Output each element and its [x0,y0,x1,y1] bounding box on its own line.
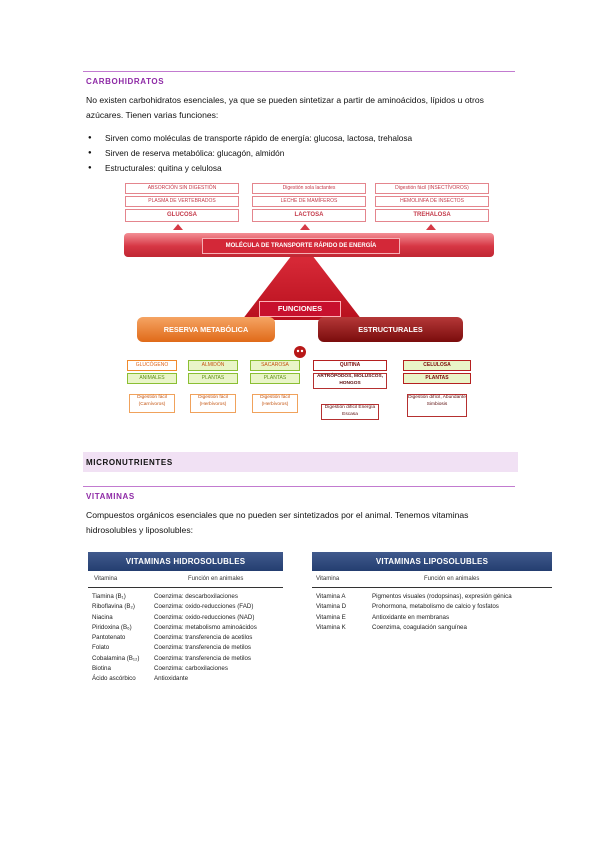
top-divider [83,71,515,72]
trehalose-line-1: Digestión fácil (INSECTÍVOROS) [375,183,489,194]
table-cell: Pantotenato [92,634,126,642]
table-row: Ácido ascórbico Antioxidante [88,674,283,684]
liposoluble-table: VITAMINAS LIPOSOLUBLES Vitamina Función … [312,552,552,633]
table-cell: Coenzima, coagulación sanguínea [372,623,467,631]
table-cell: Vitamina K [316,623,346,631]
glucose-box: GLUCOSA [125,209,239,222]
trehalose-box: TREHALOSA [375,209,489,222]
table-row: Riboflavina (B₂) Coenzima: oxido-reduccio… [88,602,283,612]
cellulose-source: PLANTAS [403,373,471,384]
table-title: VITAMINAS LIPOSOLUBLES [312,552,552,571]
table-row: Pantotenato Coenzima: transferencia de ac… [88,633,283,643]
glycogen-note: Digestión fácil (Carnívoros) [129,394,175,413]
column-header: Vitamina [316,576,340,582]
column-header: Función en animales [188,576,244,582]
table-cell: Antioxidante en membranas [372,613,450,621]
triangle-graphic [242,242,362,320]
column-header: Función en animales [424,576,480,582]
table-row: Niacina Coenzima: oxido-reducciones (NAD) [88,613,283,623]
table-row: Piridoxina (B₆) Coenzima: metabolismo ami… [88,623,283,633]
functions-label: FUNCIONES [259,301,341,317]
table-cell: Antioxidante [154,675,189,683]
carbs-heading: CARBOHIDRATOS [86,77,165,86]
trehalose-line-2: HEMOLINFA DE INSECTOS [375,196,489,207]
sucrose-box: SACAROSA [250,360,300,371]
table-cell: Prohormona, metabolismo de calcio y fosf… [372,603,499,611]
structural-band: ESTRUCTURALES [318,317,463,342]
carbohydrate-functions-diagram: ABSORCIÓN SIN DIGESTIÓN PLASMA DE VERTEB… [117,180,497,430]
chitin-box: QUITINA [313,360,387,371]
table-row: Vitamina D Prohormona, metabolismo de cal… [312,602,552,612]
table-cell: Coenzima: transferencia de acetilos [154,634,253,642]
table-cell: Piridoxina (B₆) [92,623,132,631]
glycogen-box: GLUCÓGENO [127,360,177,371]
vitamins-intro: Compuestos orgánicos esenciales que no p… [86,510,469,535]
vitamins-divider [83,486,515,487]
table-cell: Ácido ascórbico [92,675,136,683]
chitin-source: ARTRÓPODOS, MOLUSCOS, HONGOS [313,373,387,389]
glucose-line-2: PLASMA DE VERTEBRADOS [125,196,239,207]
starch-source: PLANTAS [188,373,238,384]
table-row: Cobalamina (B₁₂) Coenzima: transferencia … [88,654,283,664]
micronutrients-heading: MICRONUTRIENTES [86,458,173,467]
arrow-up-icon [300,224,310,230]
table-cell: Coenzima: transferencia de metilos [154,654,251,662]
table-cell: Vitamina E [316,613,346,621]
carbs-intro: No existen carbohidratos esenciales, ya … [86,95,484,120]
energy-transport-label: MOLÉCULA DE TRANSPORTE RÁPIDO DE ENERGÍA [202,238,400,254]
table-title: VITAMINAS HIDROSOLUBLES [88,552,283,571]
table-cell: Coenzima: transferencia de metilos [154,644,251,652]
sucrose-note: Digestión fácil (Herbívoros) [252,394,298,413]
arrow-up-icon [173,224,183,230]
table-row: Vitamina K Coenzima, coagulación sanguíne… [312,623,552,633]
cellulose-box: CELULOSA [403,360,471,371]
table-rule [88,587,283,588]
list-item: Estructurales: quitina y celulosa [86,161,516,176]
cellulose-note: Digestión difícil, Abundante Simbiosis [407,394,467,417]
sucrose-source: PLANTAS [250,373,300,384]
table-cell: Folato [92,644,110,652]
reserve-band: RESERVA METABÓLICA [137,317,275,342]
table-cell: Coenzima: oxido-reducciones (FAD) [154,603,254,611]
vitamins-heading: VITAMINAS [86,492,135,501]
table-cell: Niacina [92,613,113,621]
starch-box: ALMIDÓN [188,360,238,371]
table-header-row: Vitamina Función en animales [88,574,283,584]
table-row: Tiamina (B₁) Coenzima: descarboxilaciones [88,592,283,602]
lactose-line-2: LECHE DE MAMÍFEROS [252,196,366,207]
table-row: Folato Coenzima: transferencia de metilos [88,643,283,653]
glycogen-source: ANIMALES [127,373,177,384]
table-cell: Vitamina D [316,603,347,611]
list-item: Sirven como moléculas de transporte rápi… [86,131,516,146]
chitin-note: Digestión difícil Energía Escasa [321,404,379,420]
table-rule [312,587,552,588]
lactose-line-1: Digestión sola lactantes [252,183,366,194]
table-cell: Coenzima: metabolismo aminoácidos [154,623,257,631]
table-cell: Riboflavina (B₂) [92,603,135,611]
starch-note: Digestión fácil (Herbívoros) [190,394,236,413]
column-header: Vitamina [94,576,118,582]
table-cell: Coenzima: descarboxilaciones [154,593,238,600]
mascot-icon [294,346,306,358]
carbs-bullet-list: Sirven como moléculas de transporte rápi… [86,131,516,176]
table-cell: Coenzima: oxido-reducciones (NAD) [154,613,255,621]
glucose-line-1: ABSORCIÓN SIN DIGESTIÓN [125,183,239,194]
arrow-up-icon [426,224,436,230]
table-row: Vitamina E Antioxidante en membranas [312,613,552,623]
micronutrients-heading-bar [83,452,518,472]
table-cell: Vitamina A [316,593,346,600]
table-row: Biotina Coenzima: carboxilaciones [88,664,283,674]
table-header-row: Vitamina Función en animales [312,574,552,584]
table-row: Vitamina A Pigmentos visuales (rodopsinas… [312,592,552,602]
hydrosoluble-table: VITAMINAS HIDROSOLUBLES Vitamina Función… [88,552,283,685]
lactose-box: LACTOSA [252,209,366,222]
list-item: Sirven de reserva metabólica: glucagón, … [86,146,516,161]
table-cell: Biotina [92,665,111,673]
table-cell: Cobalamina (B₁₂) [92,654,140,662]
table-cell: Tiamina (B₁) [92,593,126,600]
table-cell: Pigmentos visuales (rodopsinas), expresi… [372,593,512,600]
table-cell: Coenzima: carboxilaciones [154,665,228,673]
